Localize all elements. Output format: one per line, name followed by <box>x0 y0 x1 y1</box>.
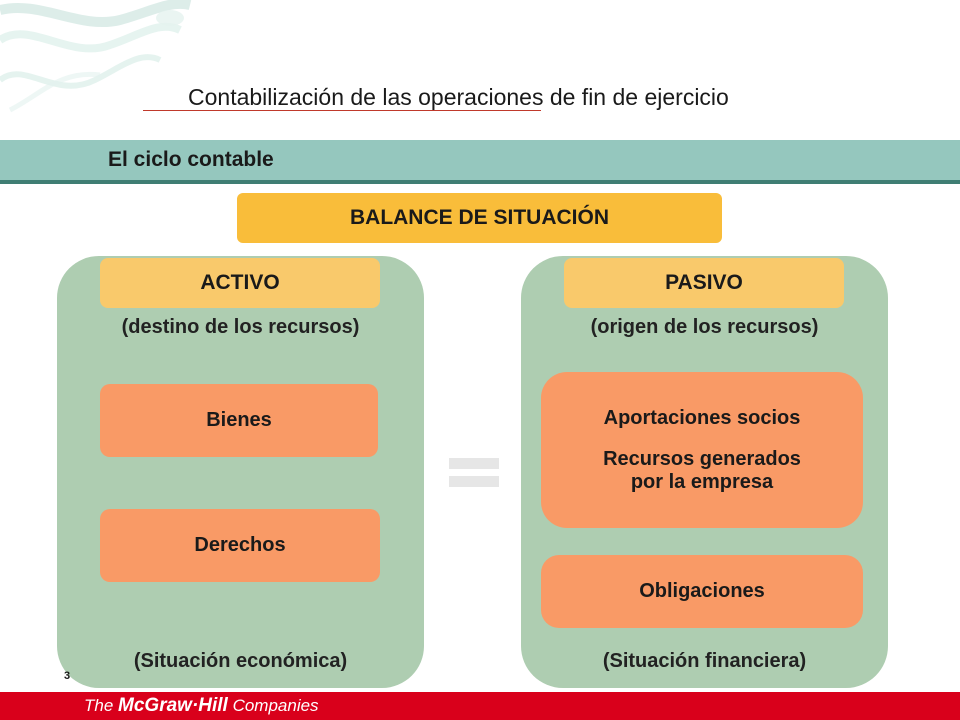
activo-tab: ACTIVO <box>100 258 380 308</box>
pasivo-footer: (Situación financiera) <box>602 650 807 672</box>
activo-subtitle: (destino de los recursos) <box>121 316 360 338</box>
pasivo-tab: PASIVO <box>564 258 844 308</box>
brand-name: McGraw·Hill <box>118 695 228 716</box>
title-underline <box>143 110 541 111</box>
brand-prefix: The <box>84 696 119 715</box>
por-la-empresa-label: por la empresa <box>630 470 774 493</box>
footer-bar <box>0 692 960 720</box>
activo-footer: (Situación económica) <box>133 650 348 672</box>
section-band <box>0 140 960 180</box>
activo-panel <box>57 256 424 688</box>
brand-suffix: Companies <box>227 696 319 715</box>
page-title: Contabilización de las operaciones de fi… <box>188 84 729 110</box>
equals-sign-icon-bar <box>449 476 499 487</box>
item-obligaciones: Obligaciones <box>541 555 863 628</box>
recursos-generados-label: Recursos generados <box>603 447 801 470</box>
publisher-logo: The McGraw·Hill Companies <box>84 694 319 718</box>
item-derechos: Derechos <box>100 509 380 582</box>
decorative-swirl <box>0 0 192 113</box>
section-title: El ciclo contable <box>108 148 274 171</box>
aportaciones-socios-label: Aportaciones socios <box>603 406 801 429</box>
pasivo-subtitle: (origen de los recursos) <box>590 316 819 338</box>
item-bienes: Bienes <box>100 384 378 457</box>
section-band-divider <box>0 180 960 184</box>
balance-header: BALANCE DE SITUACIÓN <box>237 193 722 243</box>
item-recursos-propios: Aportaciones socios Recursos generados p… <box>541 372 863 528</box>
page-number: 3 <box>64 670 71 682</box>
equals-sign-icon <box>449 458 499 469</box>
